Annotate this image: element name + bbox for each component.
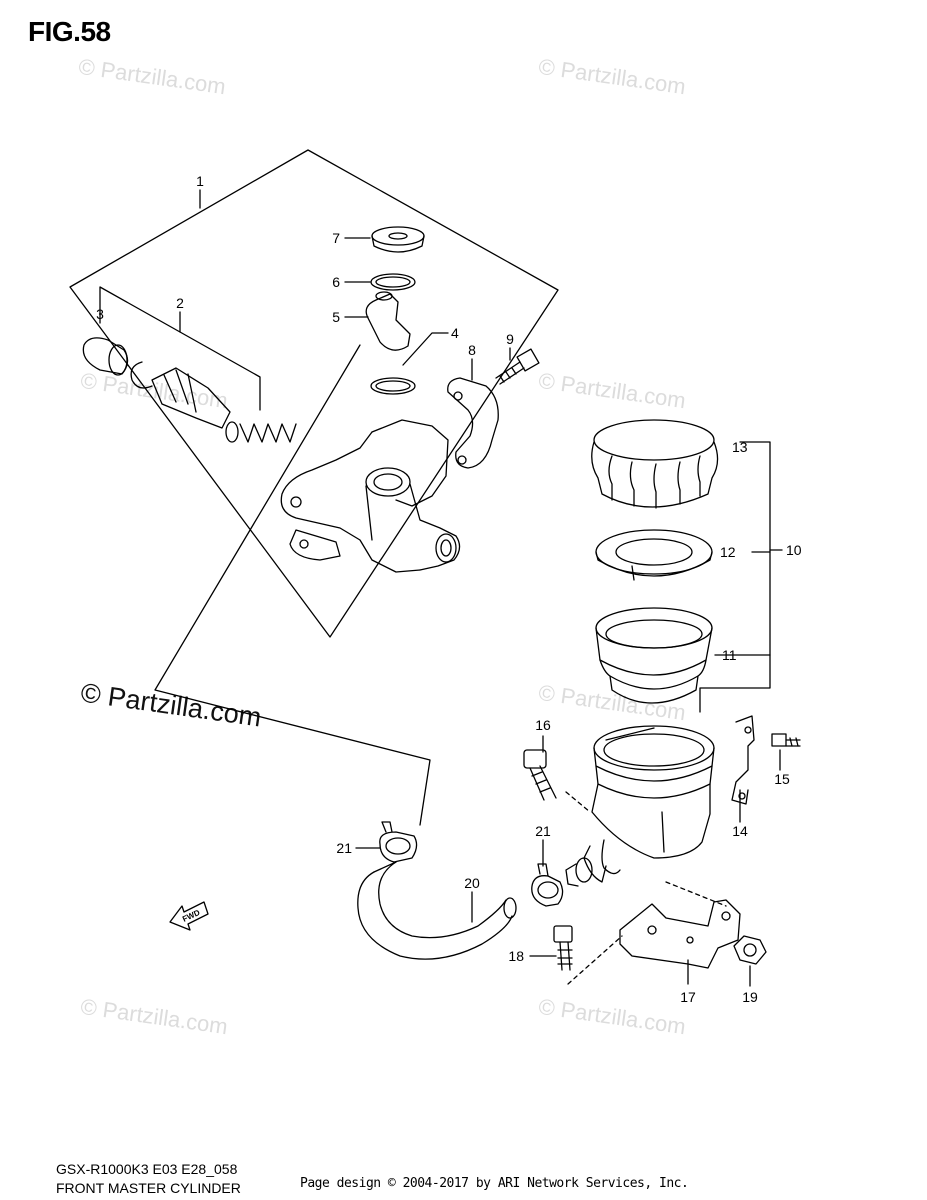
master-cylinder-body	[280, 419, 461, 573]
reservoir-hose	[357, 861, 517, 960]
figure-title: FIG.58	[28, 16, 111, 47]
callout-9[interactable]: 9	[506, 331, 514, 347]
callout-13[interactable]: 13	[732, 439, 748, 455]
callout-16[interactable]: 16	[535, 717, 551, 733]
callout-18[interactable]: 18	[508, 948, 524, 964]
lower-bracket	[619, 899, 741, 969]
leader-4	[402, 332, 449, 366]
bracket-guide	[665, 881, 727, 907]
bracket-screw	[771, 733, 801, 747]
model-code: GSX-R1000K3 E03 E28_058	[56, 1161, 238, 1177]
callout-15[interactable]: 15	[774, 771, 790, 787]
piston	[151, 367, 239, 443]
callout-1[interactable]: 1	[196, 173, 204, 189]
hose-connector	[365, 291, 411, 351]
hose-routing-line	[154, 344, 431, 826]
reservoir-cap	[591, 419, 719, 509]
hose-clamp-left	[379, 821, 418, 863]
callout-5[interactable]: 5	[332, 309, 340, 325]
circlip-ring	[370, 273, 416, 291]
reservoir-hose-cap	[371, 226, 425, 253]
reservoir-bolt	[523, 749, 557, 801]
callout-21-right[interactable]: 21	[535, 823, 551, 839]
piston-cup	[82, 337, 129, 376]
callout-11[interactable]: 11	[722, 647, 737, 663]
hose-clamp-right	[531, 863, 564, 907]
callout-14[interactable]: 14	[732, 823, 748, 839]
callout-7[interactable]: 7	[332, 230, 340, 246]
callout-8[interactable]: 8	[468, 342, 476, 358]
bracket-nut	[733, 935, 767, 965]
callout-20[interactable]: 20	[464, 875, 480, 891]
master-cylinder-holder	[447, 377, 499, 469]
assembly-box	[69, 149, 559, 638]
forward-arrow	[169, 901, 209, 931]
fwd-label: FWD	[181, 908, 202, 924]
holder-bolt	[495, 348, 540, 385]
reservoir-tank	[565, 725, 715, 887]
circlip	[130, 361, 153, 389]
callout-6[interactable]: 6	[332, 274, 340, 290]
page-credit: Page design © 2004-2017 by ARI Network S…	[300, 1176, 689, 1191]
callout-4[interactable]: 4	[451, 325, 459, 341]
o-ring	[370, 377, 416, 395]
callout-19[interactable]: 19	[742, 989, 758, 1005]
callout-10[interactable]: 10	[786, 542, 802, 558]
callout-21-left[interactable]: 21	[336, 840, 352, 856]
reservoir-plate	[595, 529, 713, 581]
reservoir-group-bracket	[699, 441, 771, 713]
reservoir-diaphragm	[595, 607, 713, 704]
bracket-bolt	[553, 925, 573, 971]
callout-2[interactable]: 2	[176, 295, 184, 311]
reservoir-lip	[605, 727, 655, 741]
reservoir-bracket	[731, 715, 755, 805]
callout-17[interactable]: 17	[680, 989, 696, 1005]
callout-12[interactable]: 12	[720, 544, 736, 560]
figure-name: FRONT MASTER CYLINDER	[56, 1180, 241, 1196]
bolt-18-guide	[567, 935, 623, 985]
bolt-16-guide	[565, 791, 591, 813]
spring	[239, 423, 297, 443]
callout-3[interactable]: 3	[96, 306, 104, 322]
